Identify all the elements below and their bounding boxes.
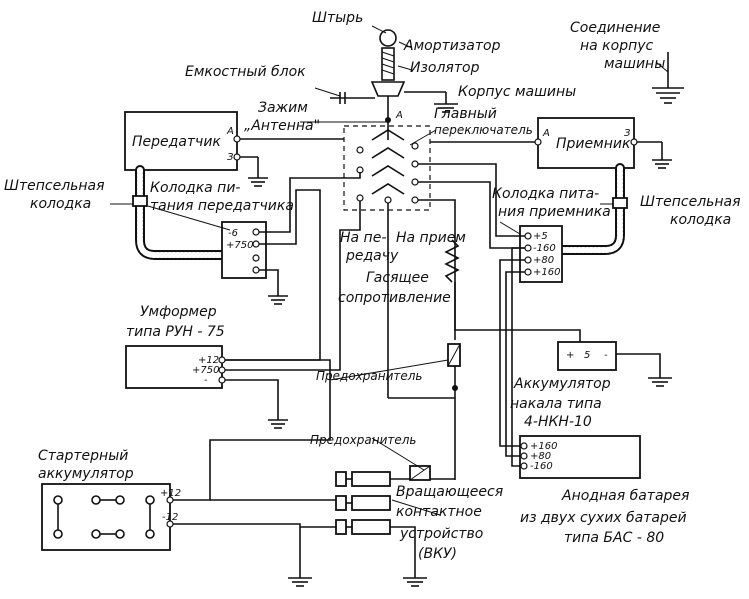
pin-tx-block-minus6: -6	[228, 228, 238, 239]
capacitive-block	[314, 87, 375, 104]
label-plug-left-1: Штепсельная	[4, 178, 105, 194]
pin-rx-block-p160: +160	[533, 267, 560, 278]
cable-left	[132, 165, 227, 260]
pin-rx-block-5: +5	[533, 231, 548, 242]
pin-anode-80: +80	[530, 451, 551, 462]
pin-rx-z: З	[624, 128, 631, 139]
anode-battery-box	[519, 435, 641, 479]
label-receiver: Приемник	[556, 136, 631, 152]
rotating-contact-device	[335, 471, 391, 535]
pin-umf-750: +750	[192, 365, 219, 376]
pin-umf-minus: -	[204, 375, 208, 386]
pin-tx-a: A	[226, 126, 234, 137]
label-starter-battery-2: аккумулятор	[38, 466, 134, 482]
label-chassis-connection-2: на корпус	[580, 38, 654, 54]
pin-switch-a: A	[395, 110, 403, 121]
pin-tx-block-750: +750	[226, 240, 253, 251]
label-filament-battery-1: Аккумулятор	[513, 376, 611, 392]
umformer-box	[125, 345, 226, 389]
label-rx-power-block-2: ния приемника	[498, 204, 611, 220]
label-plug-right-1: Штепсельная	[640, 194, 741, 210]
pin-rx-block-80: +80	[533, 255, 554, 266]
label-damping-resistor-2: сопротивление	[338, 290, 451, 306]
label-rod: Штырь	[312, 10, 363, 26]
label-tx-power-block-2: тания передатчика	[150, 198, 294, 214]
starter-battery-box	[41, 483, 174, 551]
label-fuse-2: Предохранитель	[310, 433, 417, 447]
label-antenna-clamp-2: „Антенна"	[244, 118, 320, 134]
label-shock-absorber: Амортизатор	[403, 38, 501, 54]
label-main-switch-1: Главный	[434, 106, 497, 122]
label-filament-battery-3: 4-НКН-10	[524, 414, 592, 430]
label-fuse-1: Предохранитель	[316, 369, 423, 383]
label-umformer-2: типа РУН - 75	[126, 324, 225, 340]
label-rotating-contact-3: устройство	[399, 526, 483, 542]
pin-starter-m12: -12	[162, 512, 178, 523]
pin-umf-12: +12	[198, 355, 219, 366]
label-tx-power-block-1: Колодка пи-	[150, 180, 241, 196]
label-antenna-clamp-1: Зажим	[258, 100, 308, 116]
rx-power-block	[519, 225, 563, 283]
pin-anode-160: +160	[530, 441, 557, 452]
pin-starter-p12: +12	[160, 488, 181, 499]
label-rotating-contact-2: контактное	[396, 504, 482, 520]
label-chassis-connection-1: Соединение	[570, 20, 660, 36]
label-umformer-1: Умформер	[140, 304, 217, 320]
label-anode-battery-2: из двух сухих батарей	[520, 510, 687, 526]
label-to-receive: На прием	[396, 230, 466, 246]
label-to-transmit-2: редачу	[345, 248, 399, 264]
label-rotating-contact-4: (ВКУ)	[418, 546, 457, 562]
receiver-box	[534, 117, 638, 169]
label-damping-resistor-1: Гасящее	[366, 270, 429, 286]
fuse-upper	[447, 343, 461, 367]
pin-tx-z: З	[227, 152, 234, 163]
label-anode-battery-1: Анодная батарея	[561, 488, 689, 504]
label-chassis-connection-3: машины	[604, 56, 665, 72]
label-transmitter: Передатчик	[132, 134, 221, 150]
label-plug-right-2: колодка	[670, 212, 731, 228]
label-starter-battery-1: Стартерный	[38, 448, 128, 464]
main-switch	[343, 117, 431, 211]
tx-power-block	[221, 221, 267, 279]
label-plug-left-2: колодка	[30, 196, 91, 212]
label-capacitive-block: Емкостный блок	[185, 64, 306, 80]
label-insulator: Изолятор	[410, 60, 480, 76]
antenna-assembly	[370, 25, 413, 118]
pin-rx-a: A	[542, 128, 550, 139]
label-to-transmit-1: На пе-	[340, 230, 386, 246]
label-vehicle-body: Корпус машины	[458, 84, 576, 100]
label-anode-battery-3: типа БАС - 80	[564, 530, 664, 546]
label-rx-power-block-1: Колодка пита-	[492, 186, 599, 202]
fuse-lower	[409, 465, 431, 481]
cable-right	[557, 163, 628, 255]
label-main-switch-2: переключатель	[434, 123, 533, 137]
label-rotating-contact-1: Вращающееся	[396, 484, 503, 500]
chassis-connection-ground	[652, 52, 684, 104]
pin-fil-plus: +	[566, 350, 574, 361]
pin-anode-m160: -160	[530, 461, 553, 472]
vehicle-body-ground	[404, 91, 458, 113]
pin-rx-block-160: -160	[533, 243, 556, 254]
pin-fil-minus: -	[604, 350, 608, 361]
filament-battery-box	[557, 341, 617, 371]
label-filament-battery-2: накала типа	[510, 396, 602, 412]
pin-fil-5: 5	[584, 350, 590, 361]
